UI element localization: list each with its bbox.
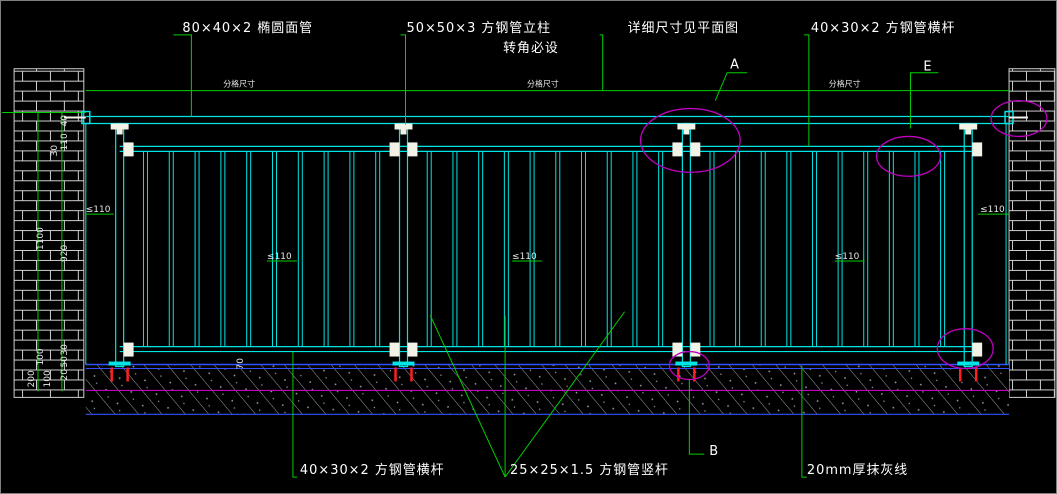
segment-label-2: 分格尺寸: [527, 79, 559, 89]
saddle-neck-1: [116, 129, 123, 135]
detail-circle-wall: [990, 99, 1048, 138]
dim-100-b: 100: [43, 370, 53, 387]
saddle-bracket-1: [110, 123, 129, 130]
segment-label-1: 分格尺寸: [223, 79, 255, 89]
post-1: [115, 122, 125, 368]
right-brick-wall: [1008, 68, 1056, 398]
callout-post: 50×50×3 方钢管立柱: [406, 20, 551, 36]
leader-plaster: [801, 365, 807, 478]
bottom-clamp-left-2: [389, 342, 400, 357]
dim-30-bottom: 30: [60, 344, 70, 356]
spacing-label-3: ≤110: [835, 252, 860, 262]
dim-70: 70: [236, 358, 246, 370]
saddle-bracket-3: [677, 123, 696, 130]
dim-30-top: 30: [50, 145, 60, 157]
base-plate-3: [675, 361, 698, 366]
callout-plaster: 20mm厚抹灰线: [807, 463, 908, 478]
marker-a: A: [730, 58, 739, 73]
dim-50: 50: [60, 356, 70, 368]
callout-handrail: 80×40×2 椭圆面管: [182, 20, 313, 36]
top-clamp-left-3: [672, 142, 683, 157]
bottom-clamp-left-3: [672, 342, 683, 357]
dim-100-a: 100: [36, 348, 46, 365]
leader-post: [400, 34, 406, 125]
leader-baluster-left: [429, 315, 506, 478]
bottom-clamp-2: [407, 342, 418, 357]
dim-920: 920: [60, 245, 70, 262]
marker-e: E: [923, 60, 931, 75]
base-plate-2: [392, 361, 415, 366]
top-clamp-3: [690, 142, 701, 157]
post-3: [681, 122, 691, 368]
callout-bottom-rail: 40×30×2 方钢管横杆: [300, 462, 445, 478]
bottom-clamp-3: [690, 342, 701, 357]
callout-post-note: 转角必设: [503, 41, 559, 56]
leader-a: [714, 72, 748, 101]
leader-plan: [599, 34, 604, 91]
post-2: [398, 122, 409, 368]
post-4: [963, 122, 973, 368]
dim-200: 200: [27, 370, 37, 387]
leader-e: [909, 72, 939, 129]
leader-top-rail: [803, 34, 810, 147]
leader-bottom-rail: [292, 351, 297, 478]
top-clamp-4: [972, 142, 983, 157]
leader-b: [688, 379, 705, 455]
top-clamp-1: [123, 142, 134, 157]
left-brick-wall: [13, 68, 85, 398]
spacing-label-left: ≤110: [86, 205, 111, 215]
leader-handrail: [173, 34, 192, 117]
spacing-label-1: ≤110: [267, 252, 292, 262]
callout-plan-ref: 详细尺寸见平面图: [628, 21, 739, 36]
spacing-label-2: ≤110: [512, 252, 537, 262]
dim-110: 110: [60, 133, 70, 150]
dim-1100: 1100: [36, 227, 46, 250]
bottom-clamp-1: [123, 342, 134, 357]
marker-b: B: [709, 444, 718, 459]
segment-label-3: 分格尺寸: [829, 79, 861, 89]
floor-slab: [85, 364, 1010, 415]
dim-20: 20: [60, 369, 70, 381]
saddle-neck-4: [965, 129, 972, 135]
detail-circle-corner: [936, 328, 994, 370]
saddle-neck-2: [400, 129, 407, 135]
saddle-bracket-2: [394, 123, 413, 130]
leader-baluster-right: [504, 311, 626, 478]
base-plate-1: [108, 361, 131, 366]
saddle-bracket-4: [959, 123, 978, 130]
bottom-clamp-4: [972, 342, 983, 357]
detail-circle-e: [875, 135, 941, 177]
top-clamp-2: [407, 142, 418, 157]
spacing-label-right: ≤110: [980, 205, 1005, 215]
saddle-neck-3: [683, 129, 690, 135]
base-plate-4: [957, 361, 980, 366]
callout-baluster: 25×25×1.5 方钢管竖杆: [510, 462, 669, 478]
callout-top-rail: 40×30×2 方钢管横杆: [811, 20, 956, 36]
top-clamp-left-2: [389, 142, 400, 157]
dim-40: 40: [60, 115, 70, 127]
detail-circle-a: [639, 107, 741, 173]
